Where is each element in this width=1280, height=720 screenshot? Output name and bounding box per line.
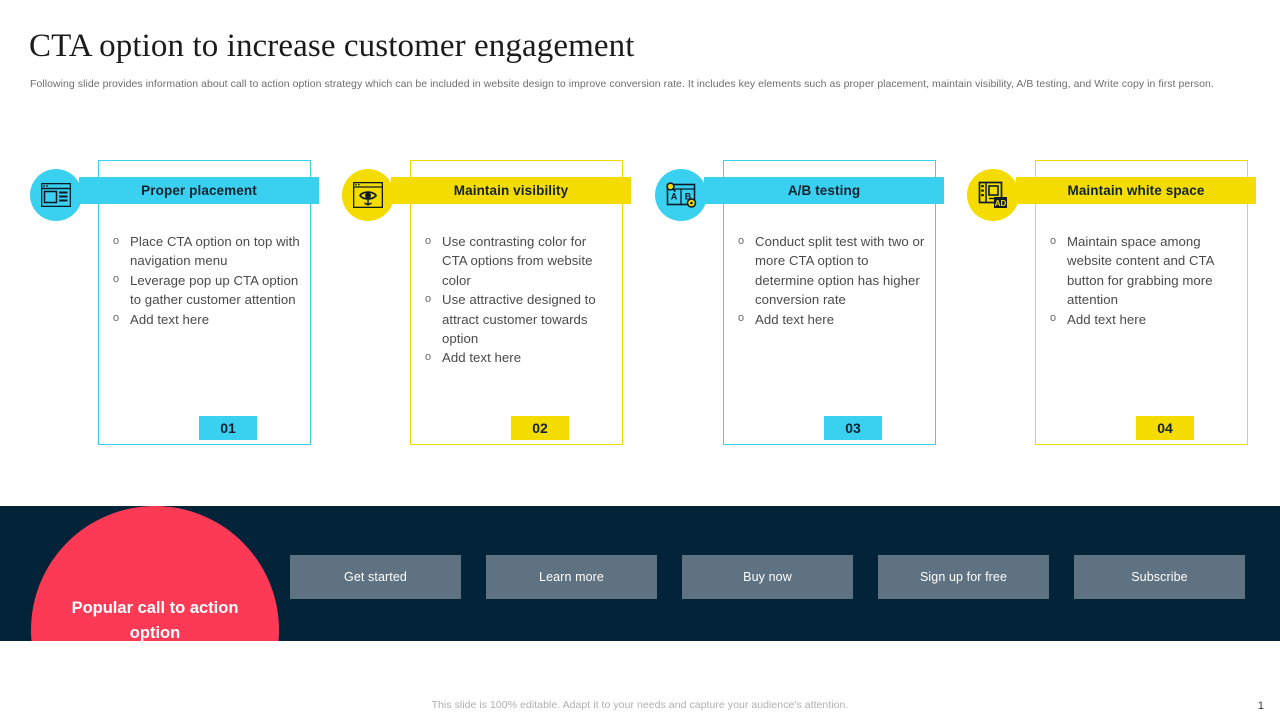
- card-bullet-list: Use contrasting color for CTA options fr…: [422, 231, 612, 368]
- card-ab-testing[interactable]: A/B testing A B Conduct split test with …: [655, 160, 944, 445]
- card-title: Proper placement: [141, 183, 257, 198]
- list-item: Conduct split test with two or more CTA …: [735, 232, 925, 310]
- popular-cta-label: Popular call to action option: [71, 599, 239, 641]
- card-header-bar: A/B testing: [704, 177, 944, 204]
- list-item: Use contrasting color for CTA options fr…: [422, 231, 612, 290]
- list-item: Place CTA option on top with navigation …: [110, 232, 300, 271]
- svg-text:AD: AD: [995, 199, 1007, 208]
- list-item: Leverage pop up CTA option to gather cus…: [110, 270, 300, 310]
- ab-testing-icon: A B: [655, 169, 707, 221]
- list-item: Maintain space among website content and…: [1047, 232, 1237, 310]
- page-number: 1: [1257, 700, 1264, 712]
- eye-visibility-icon: [342, 169, 394, 221]
- card-header-bar: Maintain visibility: [391, 177, 631, 204]
- card-proper-placement[interactable]: Proper placement Place CTA option on top…: [30, 160, 319, 445]
- cards-row: Proper placement Place CTA option on top…: [0, 160, 1280, 460]
- card-number-badge: 01: [199, 416, 257, 440]
- card-header-bar: Maintain white space: [1016, 177, 1256, 204]
- card-bullet-list: Conduct split test with two or more CTA …: [735, 232, 925, 329]
- browser-layout-icon: [30, 169, 82, 221]
- footer-note: This slide is 100% editable. Adapt it to…: [431, 699, 849, 711]
- list-item: Use attractive designed to attract custo…: [422, 290, 612, 348]
- card-number-badge: 04: [1136, 416, 1194, 440]
- card-header-bar: Proper placement: [79, 177, 319, 204]
- popular-cta-circle: Popular call to action option: [31, 506, 279, 641]
- ad-whitespace-icon: AD: [967, 169, 1019, 221]
- popular-cta-band: Popular call to action option Get starte…: [0, 506, 1280, 641]
- svg-text:B: B: [685, 192, 692, 202]
- card-title: Maintain visibility: [453, 183, 569, 198]
- get-started-button[interactable]: Get started: [290, 555, 461, 599]
- learn-more-button[interactable]: Learn more: [486, 555, 657, 599]
- cta-button-group: Get started Learn more Buy now Sign up f…: [290, 555, 1245, 599]
- subscribe-button[interactable]: Subscribe: [1074, 555, 1245, 599]
- card-maintain-white-space[interactable]: Maintain white space AD Maintain space a…: [967, 160, 1256, 445]
- card-number-badge: 03: [824, 416, 882, 440]
- card-maintain-visibility[interactable]: Maintain visibility Use contrasting colo…: [342, 160, 631, 445]
- list-item: Add text here: [110, 309, 300, 329]
- card-number-badge: 02: [511, 416, 569, 440]
- page-title: CTA option to increase customer engageme…: [29, 28, 635, 64]
- card-bullet-list: Maintain space among website content and…: [1047, 232, 1237, 329]
- page-subtitle: Following slide provides information abo…: [30, 78, 1214, 90]
- card-title: Maintain white space: [1067, 183, 1205, 198]
- card-bullet-list: Place CTA option on top with navigation …: [110, 232, 300, 329]
- sign-up-for-free-button[interactable]: Sign up for free: [878, 555, 1049, 599]
- svg-text:A: A: [671, 192, 678, 202]
- list-item: Add text here: [422, 348, 612, 368]
- card-title: A/B testing: [787, 183, 861, 198]
- list-item: Add text here: [735, 309, 925, 329]
- buy-now-button[interactable]: Buy now: [682, 555, 853, 599]
- list-item: Add text here: [1047, 309, 1237, 329]
